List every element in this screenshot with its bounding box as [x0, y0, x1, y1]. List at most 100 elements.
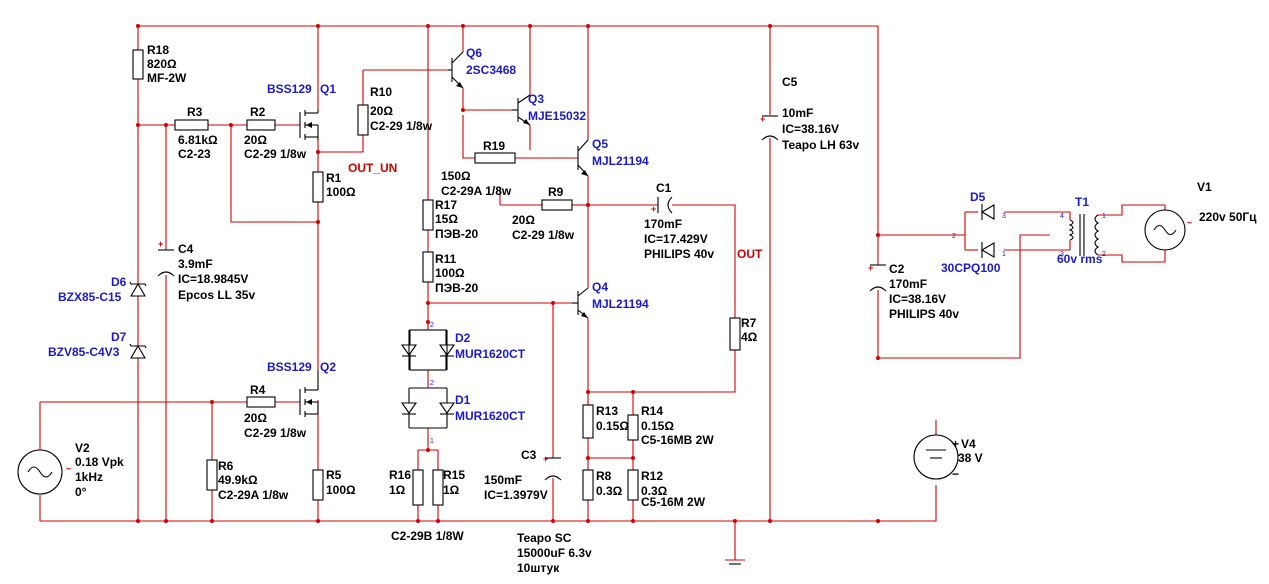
bjt-q4 — [572, 287, 589, 319]
r13-value: 0.15Ω — [596, 419, 629, 433]
r19-ref: R19 — [483, 139, 505, 153]
c5-ref: C5 — [782, 75, 798, 89]
resistor-r10 — [357, 104, 369, 136]
zener-d7 — [129, 343, 147, 359]
mosfet-q1 — [299, 110, 319, 140]
r5-ref: R5 — [326, 468, 342, 482]
bjt-q3 — [512, 94, 531, 126]
q2-ref: Q2 — [320, 360, 336, 374]
c3-value: 150mF — [484, 473, 522, 487]
q4-part: MJL21194 — [592, 297, 649, 311]
c2-type: PHILIPS 40v — [889, 307, 959, 321]
c1-type: PHILIPS 40v — [644, 247, 714, 261]
q5-ref: Q5 — [592, 137, 608, 151]
c4-ic: IC=18.9845V — [178, 272, 248, 286]
r1-value: 100Ω — [326, 185, 356, 199]
r15-ref: R15 — [443, 468, 465, 482]
c3-plus: + — [543, 454, 548, 464]
d2-part: MUR1620CT — [455, 347, 526, 361]
dc-source-v4 — [913, 434, 959, 480]
resistor-r4 — [246, 396, 276, 408]
resistor-r9 — [541, 199, 573, 211]
wires — [39, 25, 1166, 561]
d1-part: MUR1620CT — [455, 409, 526, 423]
r4-ref: R4 — [250, 383, 266, 397]
r4-value: 20Ω — [244, 411, 267, 425]
t1-pin-3: 3 — [1060, 251, 1064, 258]
r3-ref: R3 — [187, 105, 203, 119]
c5-type: Teapo LH 63v — [782, 138, 859, 152]
r2-value: 20Ω — [244, 133, 267, 147]
q5-part: MJL21194 — [592, 154, 649, 168]
r10-value: 20Ω — [370, 104, 393, 118]
diode-d5 — [980, 204, 995, 258]
junction-dots — [136, 24, 880, 523]
r10-type: C2-29 1/8w — [370, 119, 433, 133]
d6-ref: D6 — [111, 275, 127, 289]
r11-type: ПЭВ-20 — [435, 281, 478, 295]
r14-value: 0.15Ω — [641, 419, 674, 433]
d5-ref: D5 — [970, 190, 986, 204]
r16-ref: R16 — [389, 468, 411, 482]
resistor-r5 — [312, 469, 324, 501]
r3-value: 6.81kΩ — [178, 133, 218, 147]
bjt-q6 — [448, 51, 464, 89]
r19-type: C2-29A 1/8w — [441, 184, 512, 198]
d1-pin-1: 1 — [430, 438, 434, 445]
c3-ref: C3 — [521, 448, 537, 462]
net-out: OUT — [737, 247, 763, 261]
r18-ref: R18 — [147, 43, 169, 57]
r16-value: 1Ω — [389, 483, 406, 497]
c3-note1: Teapo SC — [517, 531, 572, 545]
v4-value: 38 V — [958, 451, 983, 465]
q3-ref: Q3 — [528, 92, 544, 106]
d2-pin-2: 2 — [430, 322, 434, 329]
capacitor-c2 — [869, 264, 887, 292]
d5-pin-2: 2 — [952, 233, 956, 240]
c3-note3: 10штук — [517, 561, 560, 575]
c1-value: 170mF — [644, 217, 682, 231]
v1-ref: V1 — [1197, 180, 1212, 194]
r12-value: 0.3Ω — [641, 484, 668, 498]
c2-ic: IC=38.16V — [889, 292, 946, 306]
d7-part: BZV85-C4V3 — [48, 345, 120, 359]
r5-value: 100Ω — [326, 483, 356, 497]
capacitor-c5 — [761, 115, 779, 141]
q6-ref: Q6 — [466, 46, 482, 60]
resistor-r15 — [432, 469, 444, 506]
d6-part: BZX85-C15 — [58, 290, 122, 304]
resistor-r16 — [412, 469, 424, 506]
r12-ref: R12 — [641, 469, 663, 483]
net-out-un: OUT_UN — [348, 161, 397, 175]
r17-value: 15Ω — [435, 212, 458, 226]
r7-ref: R7 — [741, 316, 757, 330]
c1-ref: C1 — [656, 181, 672, 195]
q1-part: BSS129 — [267, 82, 312, 96]
c4-plus: + — [158, 239, 163, 249]
resistor-r13 — [582, 404, 594, 439]
d7-ref: D7 — [111, 330, 127, 344]
r18-type: MF-2W — [147, 71, 187, 85]
c4-value: 3.9mF — [178, 257, 213, 271]
zener-d6 — [129, 281, 147, 297]
r8-ref: R8 — [596, 469, 612, 483]
r2-type: C2-29 1/8w — [244, 147, 307, 161]
t1-ref: T1 — [1075, 195, 1089, 209]
c3-ic: IC=1.3979V — [484, 488, 548, 502]
labels: R18 820Ω MF-2W R3 6.81kΩ C2-23 R2 20Ω C2… — [48, 43, 1257, 575]
resistor-r8 — [582, 469, 594, 501]
r1-ref: R1 — [326, 171, 342, 185]
resistor-r12 — [627, 469, 639, 501]
c4-ref: C4 — [178, 242, 194, 256]
resistor-r11 — [422, 251, 434, 283]
d5-part: 30CPQ100 — [941, 261, 1001, 275]
r6-value: 49.9kΩ — [218, 473, 258, 487]
r2-ref: R2 — [250, 105, 266, 119]
t1-pin-1: 1 — [1102, 213, 1106, 220]
r18-value: 820Ω — [147, 57, 177, 71]
c2-plus: + — [868, 263, 873, 273]
c5-plus: + — [760, 114, 765, 124]
d5-pin-1: 1 — [1002, 251, 1006, 258]
resistor-r3 — [174, 119, 209, 131]
capacitor-c1 — [657, 196, 673, 214]
